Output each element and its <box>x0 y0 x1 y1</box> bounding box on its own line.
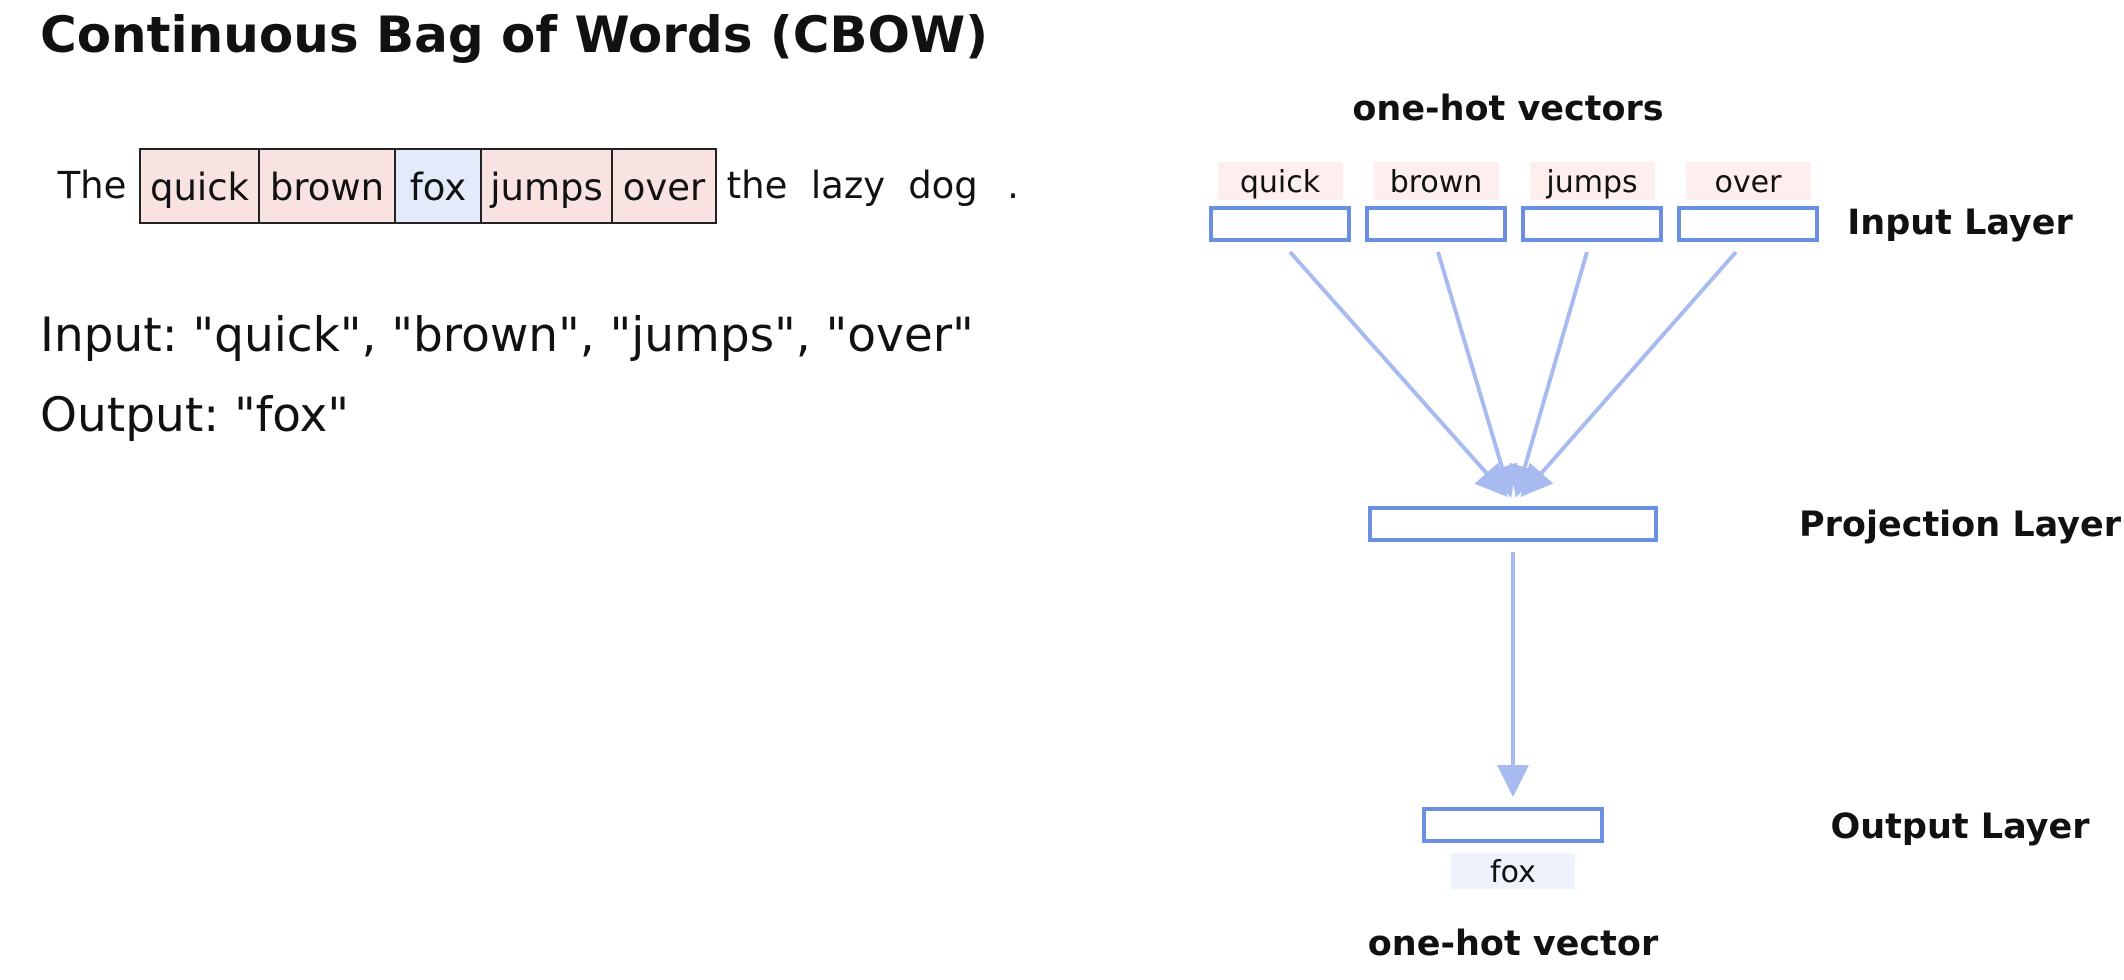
page-title: Continuous Bag of Words (CBOW) <box>40 6 989 64</box>
sentence-token-context: over <box>611 148 717 224</box>
sentence-token-context: brown <box>258 148 396 224</box>
sentence-token-target: fox <box>394 148 482 224</box>
sentence-token: The <box>57 164 127 207</box>
output-statement: Output: "fox" <box>40 388 349 443</box>
arrow-input-to-projection <box>1520 250 1738 498</box>
sentence-token-context: jumps <box>480 148 613 224</box>
one-hot-vector-caption: one-hot vector <box>1368 924 1659 964</box>
one-hot-vectors-caption: one-hot vectors <box>1352 89 1663 129</box>
input-word-chip-bg <box>1218 162 1343 200</box>
sentence-token: . <box>1007 164 1019 207</box>
arrow-input-to-projection <box>1509 251 1589 498</box>
sentence-token: the <box>726 164 788 207</box>
output-word-label: fox <box>1490 855 1536 890</box>
input-word-label: jumps <box>1545 165 1637 200</box>
example-sentence: The quick brown fox jumps over the lazy … <box>0 148 1060 226</box>
sentence-token: dog <box>908 164 978 207</box>
input-word-chip-bg <box>1530 162 1655 200</box>
arrow-input-to-projection <box>1288 250 1508 497</box>
input-vector <box>1365 206 1507 242</box>
projection-vector <box>1368 506 1658 542</box>
input-word-label: over <box>1715 165 1783 200</box>
input-layer-label: Input Layer <box>1847 203 2073 243</box>
sentence-token: lazy <box>810 164 886 207</box>
input-statement-value: "quick", "brown", "jumps", "over" <box>192 308 974 363</box>
arrow-input-to-projection <box>1436 251 1518 498</box>
input-word-label: brown <box>1390 165 1483 200</box>
input-word-chip-bg <box>1686 162 1811 200</box>
input-vector <box>1677 206 1819 242</box>
input-vector <box>1521 206 1663 242</box>
output-layer-label: Output Layer <box>1831 807 2091 847</box>
output-vector <box>1422 807 1604 843</box>
output-statement-label: Output: <box>40 388 220 443</box>
output-word-chip-bg <box>1451 853 1575 889</box>
input-word-chip-bg <box>1374 162 1499 200</box>
output-statement-value: "fox" <box>234 388 349 443</box>
sentence-token-context: quick <box>139 148 260 224</box>
input-word-label: quick <box>1240 165 1321 200</box>
projection-layer-label: Projection Layer <box>1799 505 2122 545</box>
input-statement-label: Input: <box>40 308 178 363</box>
input-statement: Input: "quick", "brown", "jumps", "over" <box>40 308 974 363</box>
input-vector <box>1209 206 1351 242</box>
